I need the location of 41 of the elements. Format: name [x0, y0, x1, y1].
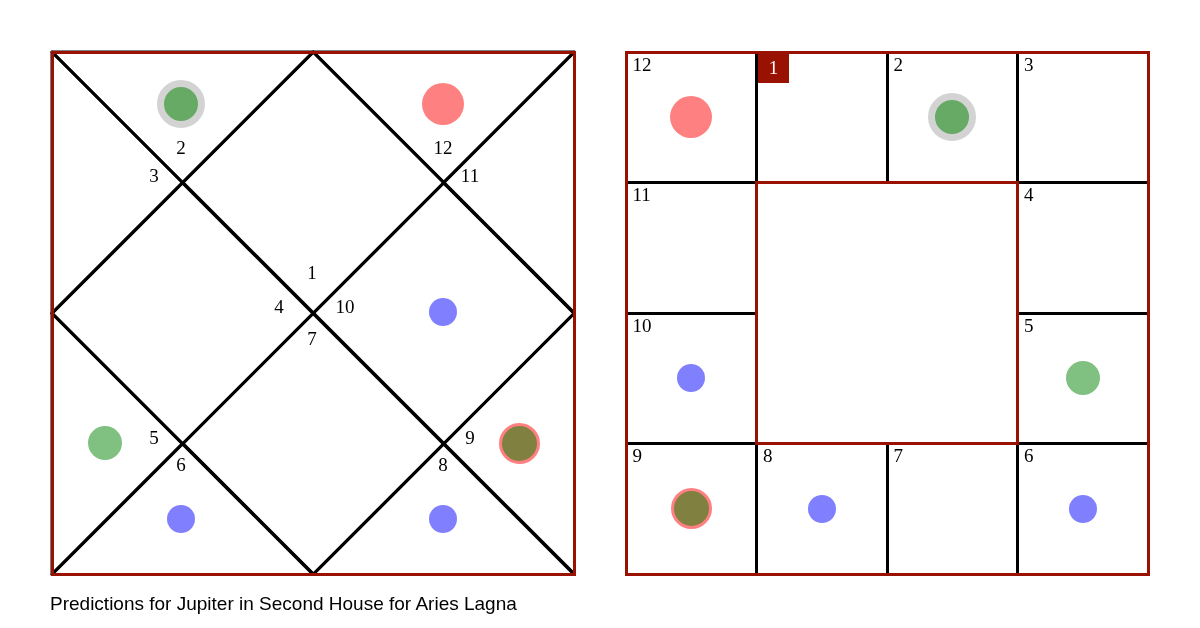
- house-number: 8: [763, 446, 773, 465]
- chart-frame: [50, 50, 576, 576]
- house-number: 3: [1024, 54, 1034, 74]
- house-number: 11: [460, 165, 480, 185]
- dot-icon: [677, 364, 706, 393]
- house-number: 8: [438, 454, 448, 474]
- dot-icon: [807, 494, 836, 523]
- dot-icon: [670, 96, 713, 139]
- house-number: 3: [149, 165, 159, 185]
- house-number: 7: [307, 328, 317, 348]
- house-number: 6: [1024, 446, 1034, 465]
- house-number: 2: [893, 54, 903, 74]
- house-number: 12: [433, 137, 453, 157]
- house-number: 12: [632, 54, 652, 74]
- ringed-dot-icon: [670, 488, 712, 530]
- dot-icon: [88, 426, 122, 460]
- dot-icon: [1068, 494, 1097, 523]
- dot-icon: [422, 83, 464, 125]
- highlighted-house-number: 1: [758, 52, 789, 83]
- caption: Predictions for Jupiter in Second House for Aries Lagna: [50, 594, 517, 613]
- house-number: 6: [176, 454, 186, 474]
- house-number: 9: [465, 427, 475, 447]
- ringed-dot-icon: [498, 422, 540, 464]
- house-number: 10: [632, 315, 652, 335]
- house-number: 4: [274, 296, 284, 316]
- center-square: [755, 181, 1019, 445]
- dot-icon: [429, 505, 457, 533]
- dot-icon: [167, 505, 195, 533]
- house-number: 4: [1024, 185, 1034, 204]
- house-number: 5: [1024, 315, 1034, 335]
- ringed-dot-icon: [157, 80, 205, 128]
- dot-icon: [1065, 361, 1100, 396]
- house-number: 10: [335, 296, 355, 316]
- house-number: 11: [632, 185, 651, 204]
- house-number: 5: [149, 427, 159, 447]
- house-number: 2: [176, 137, 186, 157]
- house-number: 1: [307, 262, 317, 282]
- chart-frame: [624, 50, 1150, 576]
- dot-icon: [429, 298, 457, 326]
- house-number: 9: [632, 446, 642, 465]
- house-number: 7: [893, 446, 903, 465]
